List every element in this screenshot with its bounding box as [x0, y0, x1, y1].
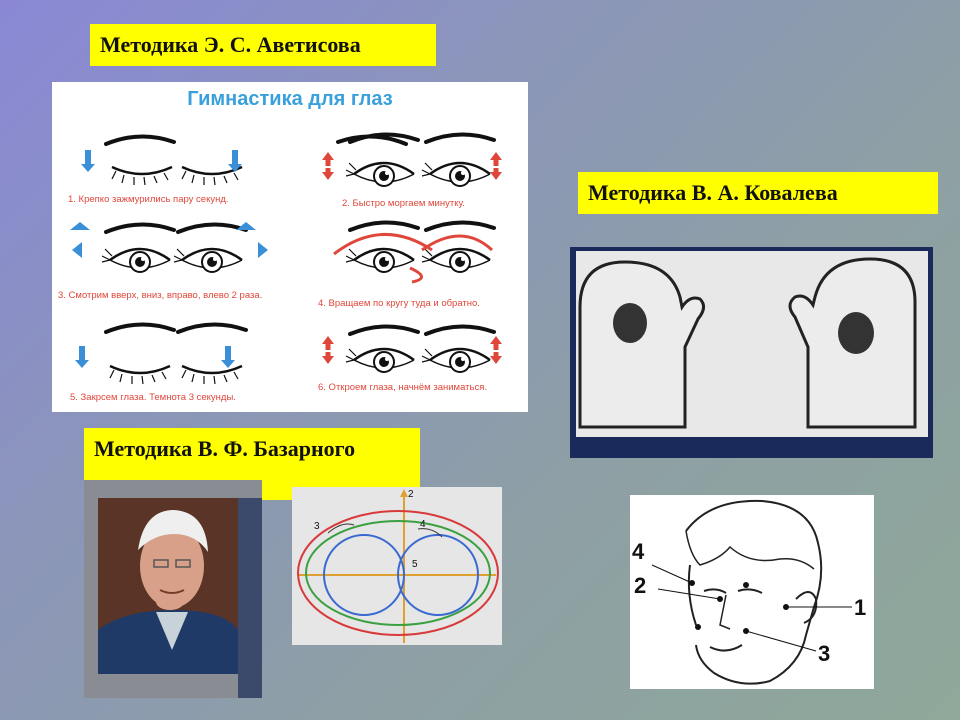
gym-caption-1: 1. Крепко зажмурились пару секунд.	[68, 194, 229, 205]
gym-caption-2: 2. Быстро моргаем минутку.	[342, 198, 465, 209]
bazarny-portrait	[84, 480, 262, 698]
trajectory-number-5: 5	[412, 559, 418, 570]
avetisov-method-label: Методика Э. С. Аветисова	[90, 24, 436, 66]
gym-caption-4: 4. Вращаем по кругу туда и обратно.	[318, 298, 480, 309]
face-point-3: 3	[818, 641, 831, 666]
trajectory-number-3: 3	[314, 521, 320, 532]
gym-caption-5: 5. Закрсем глаза. Темнота 3 секунды.	[70, 392, 236, 403]
kovalev-method-label: Методика В. А. Ковалева	[578, 172, 938, 214]
trajectory-number-2: 2	[408, 489, 414, 500]
kovalev-diagram	[570, 247, 933, 458]
eye-gymnastics-panel: Гимнастика для глаз	[52, 82, 528, 412]
gym-caption-6: 6. Откроем глаза, начнём заниматься.	[318, 382, 487, 393]
gym-caption-3: 3. Смотрим вверх, вниз, вправо, влево 2 …	[58, 290, 263, 301]
trajectory-number-4: 4	[420, 519, 426, 530]
face-point-1: 1	[854, 595, 867, 620]
face-point-4: 4	[632, 539, 645, 564]
gymnastics-title: Гимнастика для глаз	[187, 88, 393, 110]
eyes-illustration	[70, 132, 502, 386]
face-point-2: 2	[634, 573, 647, 598]
face-points-diagram: 4 2 1 3	[630, 495, 874, 689]
bazarny-trajectory-diagram: 2 3 4 5	[292, 487, 502, 645]
